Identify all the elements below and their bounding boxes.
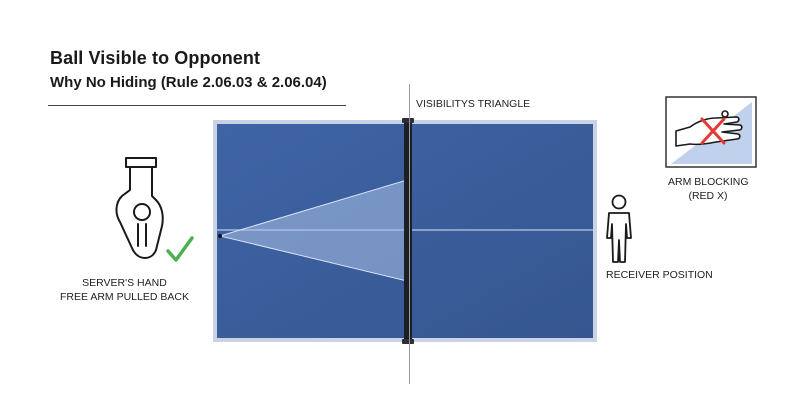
server-hand-label-line1: SERVER'S HAND xyxy=(82,277,167,289)
server-hand-label: SERVER'S HAND FREE ARM PULLED BACK xyxy=(60,276,189,304)
net-post-bottom xyxy=(402,339,414,344)
arm-blocking-label-line2: (RED X) xyxy=(688,190,728,202)
net-post-top xyxy=(402,118,414,123)
arm-blocking-box xyxy=(665,96,757,168)
person-icon xyxy=(606,194,632,263)
hand-with-ball-icon xyxy=(115,157,164,259)
diagram-subtitle: Why No Hiding (Rule 2.06.03 & 2.06.04) xyxy=(50,74,327,91)
receiver-position-label: RECEIVER POSITION xyxy=(606,269,713,281)
check-icon xyxy=(166,236,194,262)
blocking-hand-icon xyxy=(675,110,743,147)
server-hand-label-line2: FREE ARM PULLED BACK xyxy=(60,291,189,303)
red-x-icon xyxy=(700,117,726,145)
center-divider-line xyxy=(409,84,410,384)
arm-blocking-label-line1: ARM BLOCKING xyxy=(668,176,749,188)
net xyxy=(404,120,412,342)
title-divider xyxy=(48,105,346,106)
diagram-title: Ball Visible to Opponent xyxy=(50,48,261,68)
visibility-triangle-label: VISIBILITYS TRIANGLE xyxy=(416,98,531,110)
ball-point xyxy=(218,234,222,238)
arm-blocking-label: ARM BLOCKING (RED X) xyxy=(668,175,749,203)
